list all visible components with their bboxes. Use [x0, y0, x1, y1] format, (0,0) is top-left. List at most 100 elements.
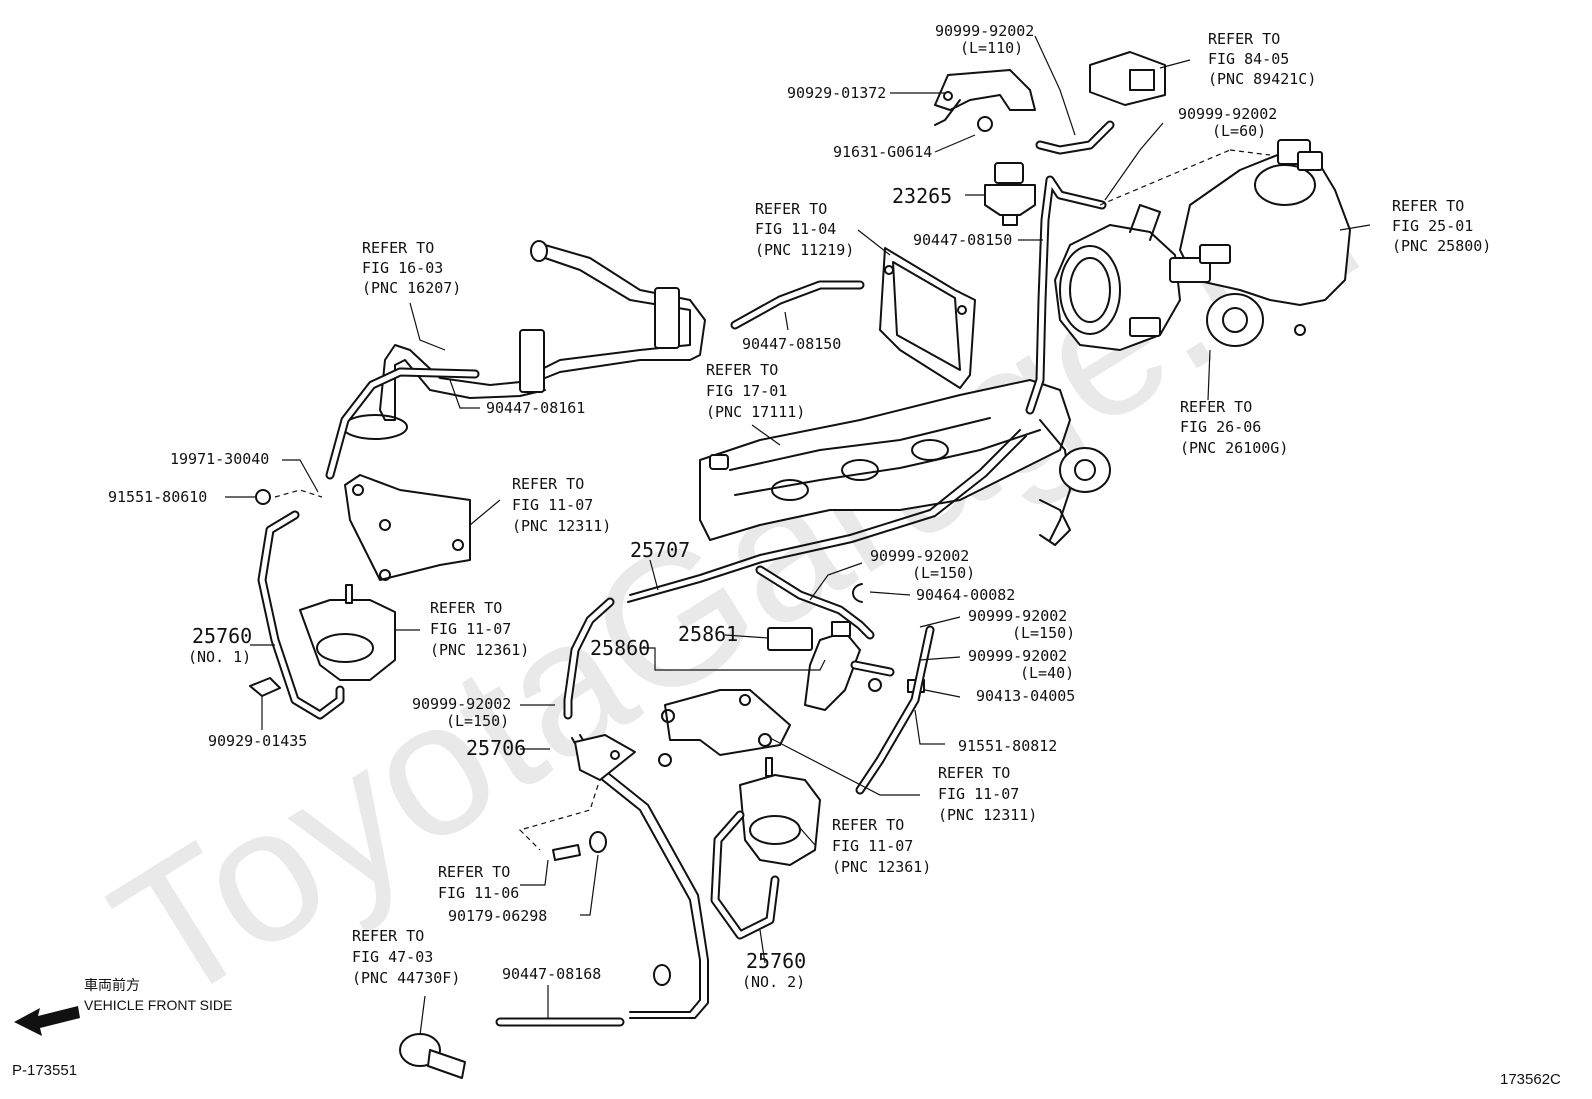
label-refer-to: REFER TO [362, 239, 434, 257]
label-23265: 23265 [892, 184, 952, 208]
vacuum-pipes [571, 429, 1027, 1019]
label-length: (L=110) [960, 39, 1023, 57]
clamp-90929-01435 [249, 677, 281, 697]
vsv-23265 [984, 162, 1036, 226]
label-length: (L=150) [912, 564, 975, 582]
label-25760-no2: 25760 [746, 949, 806, 973]
label-pnc: (PNC 12311) [512, 517, 611, 535]
label-refer-to: REFER TO [706, 361, 778, 379]
label-fig: FIG 26-06 [1180, 418, 1261, 436]
label-refer-to: REFER TO [1208, 30, 1280, 48]
engine-mount-1 [299, 584, 396, 681]
bolt-91551-80812 [868, 678, 882, 692]
label-refer-to: REFER TO [755, 200, 827, 218]
module-bracket [879, 247, 976, 389]
air-intake-pipe [342, 240, 706, 440]
label-fig: FIG 11-07 [938, 785, 1019, 803]
throttle-body [1054, 139, 1351, 351]
figure-code-left: P-173551 [12, 1062, 77, 1079]
label-refer-to: REFER TO [438, 863, 510, 881]
label-refer-to: REFER TO [1180, 398, 1252, 416]
label-fig: FIG 11-06 [438, 884, 519, 902]
label-fig: FIG 11-07 [512, 496, 593, 514]
nut-90179 [589, 831, 607, 853]
engine-mount-2 [739, 757, 821, 866]
label-fig: FIG 11-07 [832, 837, 913, 855]
label-length: (L=40) [1020, 664, 1074, 682]
label-fig: FIG 17-01 [706, 382, 787, 400]
label-fig: FIG 47-03 [352, 948, 433, 966]
label-25860: 25860 [590, 636, 650, 660]
label-pnc: (PNC 12311) [938, 806, 1037, 824]
label-90999-92002-l150: 90999-92002 [968, 607, 1067, 625]
label-25706: 25706 [466, 736, 526, 760]
label-91631-g0614: 91631-G0614 [833, 143, 932, 161]
vsv-25860 [767, 621, 861, 711]
label-fig: FIG 11-04 [755, 220, 836, 238]
label-refer-to: REFER TO [512, 475, 584, 493]
label-90447-08161: 90447-08161 [486, 399, 585, 417]
label-no2: (NO. 2) [742, 973, 805, 991]
label-90447-08168: 90447-08168 [502, 965, 601, 983]
check-valve-44730f [399, 1033, 466, 1079]
connector-89421c [1089, 51, 1166, 106]
label-90447-08150: 90447-08150 [742, 335, 841, 353]
label-90999-92002-l40: 90999-92002 [968, 647, 1067, 665]
front-arrow-icon [14, 1006, 80, 1036]
label-length: (L=150) [446, 712, 509, 730]
label-90929-01372: 90929-01372 [787, 84, 886, 102]
callout-labels: 90999-92002 (L=110) 90929-01372 91631-G0… [108, 22, 1491, 991]
label-25760-no1: 25760 [192, 624, 252, 648]
intake-manifold [699, 379, 1111, 546]
label-pnc: (PNC 17111) [706, 403, 805, 421]
label-pnc: (PNC 11219) [755, 241, 854, 259]
label-pnc: (PNC 44730F) [352, 969, 460, 987]
label-refer-to: REFER TO [352, 927, 424, 945]
leader-lines [225, 35, 1371, 1036]
drawing [249, 51, 1351, 1079]
front-side-jp: 車両前方 [84, 977, 140, 993]
label-90447-08150: 90447-08150 [913, 231, 1012, 249]
label-90999-92002-l60: 90999-92002 [1178, 105, 1277, 123]
label-length: (L=150) [1012, 624, 1075, 642]
label-fig: FIG 16-03 [362, 259, 443, 277]
label-91551-80610: 91551-80610 [108, 488, 207, 506]
label-refer-to: REFER TO [832, 816, 904, 834]
label-pnc: (PNC 26100G) [1180, 439, 1288, 457]
label-90999-92002-l150: 90999-92002 [412, 695, 511, 713]
label-25861: 25861 [678, 622, 738, 646]
bracket-90929-01372 [934, 69, 1036, 126]
bolt-91551-80610 [255, 489, 271, 505]
label-pnc: (PNC 16207) [362, 279, 461, 297]
engine-mount-bracket-upper [344, 474, 471, 581]
label-length: (L=60) [1212, 122, 1266, 140]
front-side-en: VEHICLE FRONT SIDE [84, 997, 232, 1013]
label-25707: 25707 [630, 538, 690, 562]
label-refer-to: REFER TO [1392, 197, 1464, 215]
label-pnc: (PNC 89421C) [1208, 70, 1316, 88]
label-fig: FIG 84-05 [1208, 50, 1289, 68]
clip-90464 [852, 583, 863, 603]
hoses [257, 120, 1115, 1027]
label-fig: FIG 25-01 [1392, 217, 1473, 235]
vehicle-front-indicator: 車両前方 VEHICLE FRONT SIDE [14, 977, 232, 1036]
label-no1: (NO. 1) [188, 648, 251, 666]
label-90413-04005: 90413-04005 [976, 687, 1075, 705]
label-pnc: (PNC 25800) [1392, 237, 1491, 255]
label-refer-to: REFER TO [430, 599, 502, 617]
label-90999-92002-l150: 90999-92002 [870, 547, 969, 565]
bolt-91631 [977, 116, 993, 132]
label-pnc: (PNC 12361) [430, 641, 529, 659]
label-90179-06298: 90179-06298 [448, 907, 547, 925]
label-refer-to: REFER TO [938, 764, 1010, 782]
figure-code-right: 173562C [1500, 1071, 1561, 1088]
label-90464-00082: 90464-00082 [916, 586, 1015, 604]
label-90999-92002-l110: 90999-92002 [935, 22, 1034, 40]
stud [552, 844, 581, 861]
engine-mount-bracket-lower [658, 689, 791, 767]
label-90929-01435: 90929-01435 [208, 732, 307, 750]
label-pnc: (PNC 12361) [832, 858, 931, 876]
label-fig: FIG 11-07 [430, 620, 511, 638]
label-91551-80812: 91551-80812 [958, 737, 1057, 755]
